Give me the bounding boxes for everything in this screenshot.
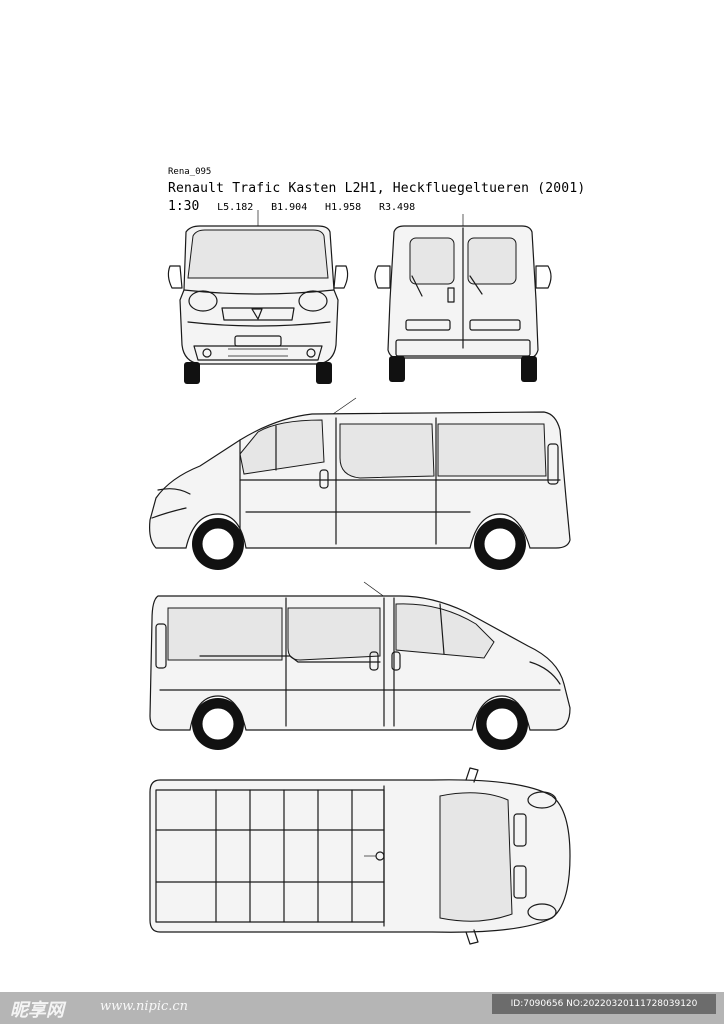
front-view bbox=[167, 210, 349, 384]
radius-label: R3.498 bbox=[379, 202, 416, 213]
scale-label: 1:30 bbox=[168, 199, 200, 214]
dimensions-row: 1:30 L5.182 B1.904 H1.958 R3.498 bbox=[168, 199, 415, 214]
rear-view bbox=[374, 214, 552, 382]
watermark-url: www.nipic.cn bbox=[100, 999, 189, 1014]
height-label: H1.958 bbox=[325, 202, 362, 213]
watermark-logo: 昵享网 bbox=[10, 1000, 64, 1021]
drawing-code: Rena_095 bbox=[168, 167, 212, 177]
side-view-left bbox=[149, 581, 571, 750]
drawing-title: Renault Trafic Kasten L2H1, Heckfluegelt… bbox=[168, 181, 586, 196]
width-label: B1.904 bbox=[271, 202, 308, 213]
side-view-right bbox=[149, 397, 571, 570]
top-view bbox=[149, 767, 571, 945]
length-label: L5.182 bbox=[217, 202, 254, 213]
watermark-id: ID:7090656 NO:20220320111728039120 bbox=[492, 994, 716, 1014]
